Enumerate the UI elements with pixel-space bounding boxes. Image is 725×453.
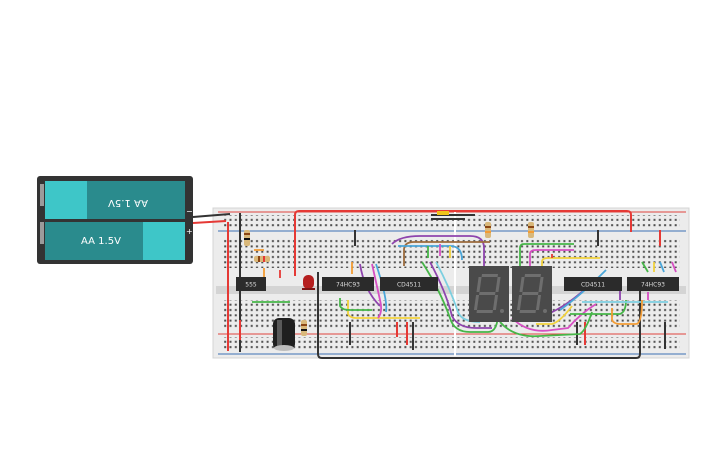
resistor-5[interactable] — [528, 222, 534, 238]
power-loop-wire[interactable] — [294, 210, 632, 276]
resistor-3[interactable] — [301, 320, 307, 336]
battery-pack[interactable]: AA 1.5V AA 1.5V + − — [37, 176, 193, 264]
battery-plus-mark: + — [186, 227, 193, 236]
chip-74hc93-right-label: 74HC93 — [641, 282, 665, 289]
chip-74hc93-left[interactable]: 74HC93 — [322, 277, 374, 291]
battery-positive-lead[interactable] — [192, 220, 227, 224]
cell-top-label: AA 1.5V — [108, 197, 148, 208]
chip-cd4511-left-label: CD4511 — [397, 282, 421, 289]
display-right[interactable] — [512, 266, 552, 322]
cell-bottom-label: AA 1.5V — [81, 236, 121, 247]
electrolytic-capacitor[interactable] — [273, 318, 295, 351]
ground-loop-wire[interactable] — [317, 272, 641, 359]
battery-negative-lead[interactable] — [192, 213, 231, 218]
battery-cell-top: AA 1.5V — [45, 181, 185, 219]
battery-minus-mark: − — [186, 207, 193, 216]
resistor-1[interactable] — [244, 230, 250, 246]
chip-555-label: 555 — [245, 282, 257, 289]
display-left[interactable] — [469, 266, 509, 322]
resistor-2[interactable] — [254, 256, 270, 262]
ceramic-capacitor[interactable] — [437, 211, 449, 215]
chip-74hc93-left-label: 74HC93 — [336, 282, 360, 289]
rail-jumpers[interactable] — [227, 213, 666, 352]
chip-cd4511-left[interactable]: CD4511 — [380, 277, 438, 291]
chip-74hc93-right[interactable]: 74HC93 — [627, 277, 679, 291]
resistor-4[interactable] — [485, 222, 491, 238]
red-led[interactable] — [302, 275, 315, 290]
chip-cd4511-right[interactable]: CD4511 — [564, 277, 622, 291]
battery-cell-bottom: AA 1.5V — [45, 222, 185, 260]
chip-555[interactable]: 555 — [236, 277, 266, 291]
chip-cd4511-right-label: CD4511 — [581, 282, 605, 289]
